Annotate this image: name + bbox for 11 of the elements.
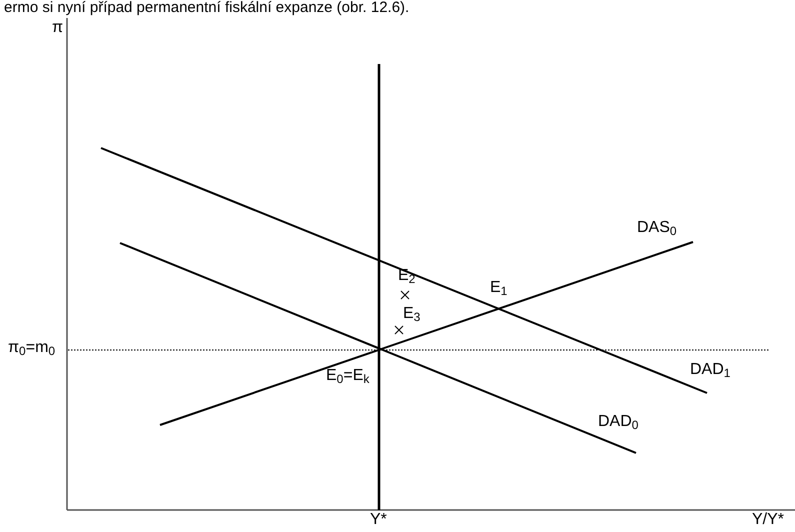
axis-label: Y/Y* (752, 512, 784, 528)
point-label: E$_{1}$ (490, 280, 508, 296)
curve-label: DAS$_{0}$ (637, 220, 677, 236)
curve-label: DAD$_{0}$ (598, 414, 638, 430)
point-label: E$_{3}$ (403, 306, 420, 322)
axis-label: π (52, 20, 64, 36)
axis-label: Y* (370, 512, 387, 528)
axis-label: π$_{0}$=m$_{0}$ (8, 340, 56, 356)
curve-label: DAD$_{1}$ (690, 362, 730, 378)
caption-text: ermo si nyní případ permanentní fiskální expanze (obr. 12.6). (4, 0, 410, 15)
point-label: E$_{0}$=E$_{k}$ (326, 368, 370, 384)
